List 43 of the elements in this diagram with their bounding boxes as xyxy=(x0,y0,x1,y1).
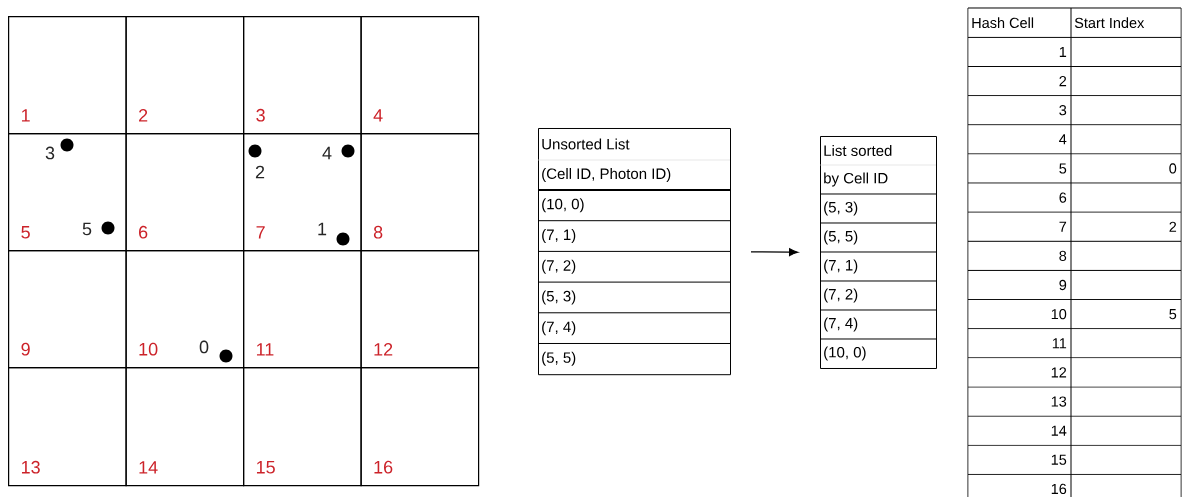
cell-value: 4 xyxy=(1059,134,1067,145)
arrow xyxy=(750,248,799,257)
cell-value: 16 xyxy=(1051,483,1067,495)
cell-value: 11 xyxy=(1052,338,1067,349)
grid-cell: 12 xyxy=(360,250,480,369)
list-table: List sorted by Cell ID (5, 3) (5, 5) (7, 1) (7, 2) (7, 4) (10, 0) xyxy=(819,136,937,369)
photon-number: 1 xyxy=(318,222,327,236)
cell-value: 13 xyxy=(1051,396,1067,407)
cell-value: 6 xyxy=(1059,192,1067,203)
photon-number: 2 xyxy=(255,165,265,179)
grid-cell: 9 xyxy=(8,250,127,369)
cell-value: 12 xyxy=(1051,367,1067,378)
cell-value: 2 xyxy=(1059,76,1067,87)
column-header: Hash Cell xyxy=(972,17,1034,28)
grid-cell: 16 xyxy=(360,367,480,487)
grid-cell: 2 xyxy=(125,16,245,135)
cell-value: 7 xyxy=(1059,221,1067,232)
cell-value: 5 xyxy=(1059,163,1067,174)
list-table: Unsorted List (Cell ID, Photon ID) (10, 0) (7, 1) (7, 2) (5, 3) (7, 4) (5, 5) xyxy=(537,128,731,376)
cell-value: 15 xyxy=(1051,454,1067,465)
cell-value: 9 xyxy=(1059,279,1067,291)
grid-cell: 15 xyxy=(243,367,362,487)
grid-cell: 13 xyxy=(8,367,127,487)
cell-value: 5 xyxy=(1169,309,1177,320)
grid-cell: 6 xyxy=(125,133,245,252)
cell-value: 3 xyxy=(1059,105,1067,116)
photon-number: 5 xyxy=(82,222,92,236)
cell-value: 1 xyxy=(1059,46,1067,57)
grid-cell: 11 xyxy=(243,250,362,369)
grid-cell: 8 xyxy=(360,133,480,252)
cell-value: 8 xyxy=(1059,250,1067,261)
grid-cell: 4 xyxy=(360,16,480,135)
grid-cell: 1 xyxy=(8,16,127,135)
photon-number: 0 xyxy=(199,340,209,354)
cell-value: 10 xyxy=(1051,309,1067,320)
cell-value: 0 xyxy=(1169,163,1177,174)
photon-number: 4 xyxy=(322,146,332,160)
grid-cell: 14 xyxy=(125,367,245,487)
cell-value: 2 xyxy=(1169,221,1177,232)
grid-cell: 3 xyxy=(243,16,362,135)
column-header: Start Index xyxy=(1074,17,1145,28)
cell-value: 14 xyxy=(1051,425,1067,436)
photon-number: 3 xyxy=(45,146,55,160)
